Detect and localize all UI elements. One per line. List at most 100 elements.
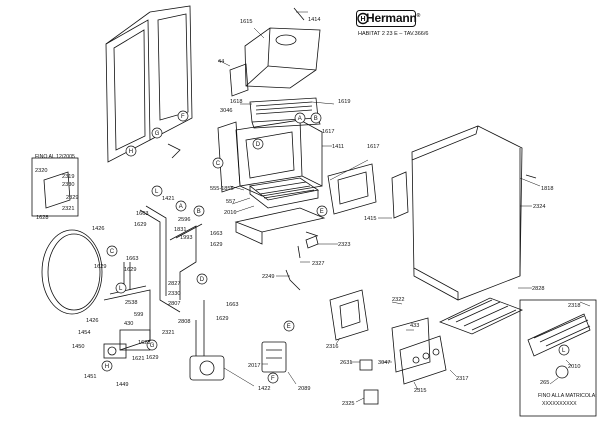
label-2807: 2807 xyxy=(168,301,180,307)
label-1422: 1422 xyxy=(258,386,270,392)
label-2828: 2828 xyxy=(532,286,544,292)
fan-hood xyxy=(229,27,321,97)
label-2318: 2318 xyxy=(568,303,580,309)
label-1414: 1414 xyxy=(308,17,320,23)
pump xyxy=(189,300,225,381)
expansion-vessel xyxy=(41,229,103,315)
label-2324: 2324 xyxy=(533,204,545,210)
svg-text:B: B xyxy=(314,116,318,122)
heat-exchanger xyxy=(249,97,321,129)
callout-f-low: F xyxy=(267,372,279,384)
label-433: 433 xyxy=(410,323,419,329)
label-1618: 1618 xyxy=(230,99,242,105)
label-557: 557 xyxy=(226,199,235,205)
callout-f-top: F xyxy=(177,110,189,122)
part-2325 xyxy=(363,389,379,405)
callout-b-top: B xyxy=(310,112,322,124)
svg-text:D: D xyxy=(256,142,261,148)
model-line: HABITAT 2 23 E – TAV.366/6 xyxy=(358,31,429,37)
label-2330a: 2330 xyxy=(62,182,74,188)
label-2330b: 2330 xyxy=(168,291,180,297)
brand-logo-icon: H xyxy=(356,10,416,27)
callout-g-mid: G xyxy=(146,339,158,351)
label-1615: 1615 xyxy=(240,19,252,25)
callout-d-mid: D xyxy=(196,273,208,285)
note-from-serial: FINO ALLA MATRICOLA: xyxy=(538,393,597,399)
label-2316: 2316 xyxy=(326,344,338,350)
svg-text:H: H xyxy=(129,149,133,155)
label-2327: 2327 xyxy=(312,261,324,267)
label-2017: 2017 xyxy=(248,363,260,369)
label-2631: 2631 xyxy=(340,360,352,366)
label-1629d: 1629 xyxy=(146,355,158,361)
part-labels: 1414 1615 44 3046 1618 1619 1617 1411 16… xyxy=(35,17,580,407)
callout-c-mid: C xyxy=(106,245,118,257)
casing-2324 xyxy=(411,125,523,301)
label-1629f: 1629 xyxy=(94,264,106,270)
label-2016: 2016 xyxy=(224,210,236,216)
svg-text:F: F xyxy=(271,376,275,382)
label-1426b: 1426 xyxy=(86,318,98,324)
label-1451: 1451 xyxy=(84,374,96,380)
side-panel-1617 xyxy=(327,163,377,215)
label-1629e: 1629 xyxy=(216,316,228,322)
label-2010: 2010 xyxy=(568,364,580,370)
callout-l-mid: L xyxy=(115,282,127,294)
svg-text:E: E xyxy=(320,209,324,215)
callout-c-top: C xyxy=(212,157,224,169)
callout-e-top: E xyxy=(316,205,328,217)
label-2321a: 2321 xyxy=(62,206,74,212)
svg-text:L: L xyxy=(155,189,159,195)
svg-text:B: B xyxy=(197,209,201,215)
svg-text:A: A xyxy=(298,116,302,122)
label-1411: 1411 xyxy=(332,144,344,150)
svg-text:L: L xyxy=(562,348,566,354)
control-box xyxy=(329,289,447,385)
label-3046: 3046 xyxy=(220,108,232,114)
svg-text:C: C xyxy=(110,249,115,255)
callout-h-top: H xyxy=(125,145,137,157)
leader-lines xyxy=(217,11,591,403)
part-2330 xyxy=(167,143,181,159)
note-until: FINO AL 12/2005 xyxy=(35,154,75,160)
label-2808: 2808 xyxy=(178,319,190,325)
label-599: 599 xyxy=(134,312,143,318)
combustion-chamber xyxy=(217,119,323,197)
gas-valve xyxy=(261,341,287,373)
callout-a-top: A xyxy=(294,112,306,124)
label-2320: 2320 xyxy=(35,168,47,174)
label-2249: 2249 xyxy=(262,274,274,280)
label-2538: 2538 xyxy=(125,300,137,306)
pipework xyxy=(103,205,203,351)
label-2322: 2322 xyxy=(392,297,404,303)
grid-2828 xyxy=(438,297,524,335)
svg-text:C: C xyxy=(216,161,221,167)
label-2325: 2325 xyxy=(342,401,354,407)
label-1449: 1449 xyxy=(116,382,128,388)
label-2827: 2827 xyxy=(168,281,180,287)
brand-name: Hermann® xyxy=(366,11,421,25)
label-1617a: 1617 xyxy=(322,129,334,135)
label-2089: 2089 xyxy=(298,386,310,392)
burner xyxy=(249,177,320,209)
clip-1818 xyxy=(525,174,537,179)
svg-text:G: G xyxy=(155,131,160,137)
svg-text:G: G xyxy=(150,343,155,349)
svg-text:H: H xyxy=(361,16,366,23)
svg-text:H: H xyxy=(105,364,109,370)
label-2321b: 2321 xyxy=(162,330,174,336)
inset-box-until xyxy=(31,157,79,217)
label-1454: 1454 xyxy=(78,330,90,336)
part-2631 xyxy=(359,359,373,371)
svg-text:L: L xyxy=(119,286,123,292)
callout-g-top: G xyxy=(151,127,163,139)
label-555: 555-1855 xyxy=(210,186,234,192)
grid-2318 xyxy=(519,299,597,417)
label-2596: 2596 xyxy=(178,217,190,223)
svg-text:A: A xyxy=(179,204,183,210)
label-1415: 1415 xyxy=(364,216,376,222)
frame-panel xyxy=(105,5,193,163)
label-2317: 2317 xyxy=(456,376,468,382)
label-1831: 1831 xyxy=(174,227,186,233)
